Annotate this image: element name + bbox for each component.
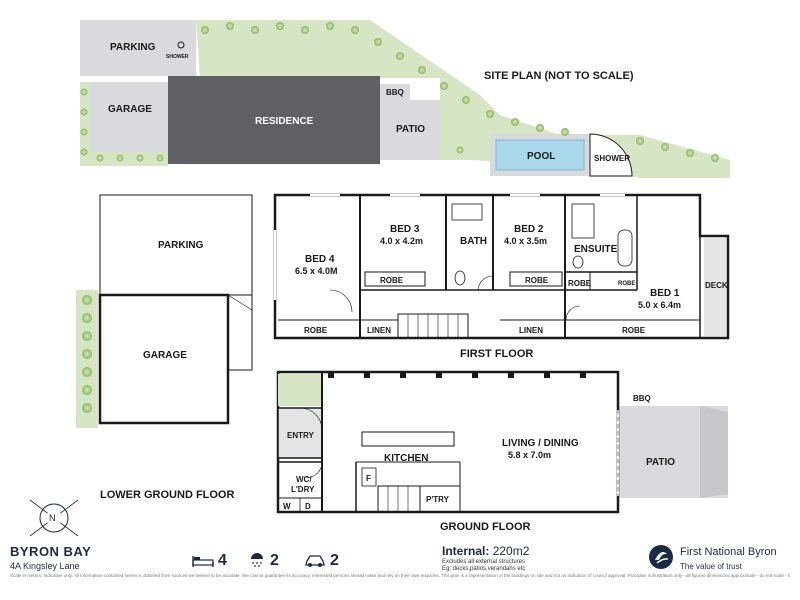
ff-robe-ensuite-b: ROBE (618, 281, 635, 287)
gf-dryer-label: D (305, 502, 311, 511)
lg-shrubs (82, 295, 92, 413)
ff-bed3-name: BED 3 (390, 224, 420, 235)
gf-wc-line2: L'DRY (291, 485, 315, 494)
site-plan: PARKING SHOWER GARAGE RESIDENCE BBQ PATI… (80, 20, 730, 178)
ff-robe-bed4: ROBE (304, 326, 328, 335)
ff-bed4-size: 6.5 x 4.0M (295, 266, 338, 276)
lower-ground-floor (76, 194, 253, 428)
site-garage-label: GARAGE (108, 104, 152, 115)
ff-robe-bed3: ROBE (380, 276, 404, 285)
cars-count: 2 (330, 552, 339, 569)
ff-ensuite-label: ENSUITE (574, 244, 618, 255)
site-garage (90, 82, 168, 152)
car-icon (305, 555, 325, 567)
cars-feature: 2 (304, 552, 339, 570)
gf-stairs (377, 485, 421, 513)
ff-bed3-size: 4.0 x 4.2m (380, 236, 423, 246)
compass-icon (29, 499, 79, 537)
site-patio-label: PATIO (396, 124, 425, 135)
lg-parking-label: PARKING (158, 240, 204, 251)
brand-logo-icon (649, 545, 673, 569)
internal-label: Internal: (442, 544, 490, 558)
ff-bed2-size: 4.0 x 3.5m (504, 236, 547, 246)
ff-bed1-name: BED 1 (650, 288, 680, 299)
ff-linen-a: LINEN (367, 326, 391, 335)
site-patio (380, 100, 440, 160)
gf-entry-garden (278, 374, 322, 406)
ground-floor (276, 370, 728, 514)
ff-bed4-name: BED 4 (305, 254, 335, 265)
brand-name: First National Byron (680, 546, 777, 558)
beds-feature: 4 (192, 552, 227, 570)
ff-robe-ensuite-a: ROBE (568, 279, 592, 288)
compass-letter: N (49, 513, 56, 523)
gf-entry-label: ENTRY (287, 431, 314, 440)
bed-icon (192, 556, 214, 567)
gf-kitchen-bench (361, 431, 455, 447)
internal-area: Internal: 220m2 (442, 544, 529, 558)
ff-bath-label: BATH (460, 236, 487, 247)
first-floor (273, 193, 730, 340)
lg-garage-label: GARAGE (143, 350, 187, 361)
gf-washer-label: W (283, 502, 291, 511)
first-floor-title: FIRST FLOOR (460, 348, 533, 360)
brand-tagline: The value of trust (680, 562, 742, 571)
site-pool (495, 139, 585, 171)
footer-bar: BYRON BAY 4A Kingsley Lane 4 2 2 Interna… (0, 540, 800, 600)
site-parking-label: PARKING (110, 42, 156, 53)
internal-note-2: Eg: decks,patios,verandahs etc (442, 566, 526, 572)
ground-floor-title: GROUND FLOOR (440, 521, 530, 533)
beds-count: 4 (218, 552, 227, 569)
gf-fridge-label: F (366, 474, 371, 483)
internal-note-1: Excludes all external structures (442, 559, 526, 565)
site-residence (168, 76, 380, 164)
gf-entry (277, 407, 323, 459)
lg-garage (98, 293, 230, 425)
disclaimer: Scale in metres. Indicative only. All in… (10, 573, 790, 578)
site-pool-label: POOL (527, 151, 555, 162)
gf-living-size: 5.8 x 7.0m (508, 450, 551, 460)
ff-robe-bed2: ROBE (525, 276, 549, 285)
site-plan-title: SITE PLAN (NOT TO SCALE) (484, 70, 634, 82)
gf-wc-line1: WC/ (296, 475, 312, 484)
footer-street: 4A Kingsley Lane (10, 561, 80, 571)
site-parking (80, 20, 196, 76)
site-residence-label: RESIDENCE (255, 116, 314, 127)
gf-bbq-label: BBQ (633, 394, 651, 403)
gf-pantry-label: P'TRY (426, 495, 450, 504)
ff-bed1-size: 5.0 x 6.4m (638, 300, 681, 310)
footer-suburb: BYRON BAY (10, 544, 92, 559)
site-shower-small-label: SHOWER (166, 54, 189, 60)
internal-value: 220m2 (492, 544, 530, 558)
ff-deck-label: DECK (705, 281, 728, 290)
ff-deck (704, 238, 726, 336)
lower-ground-title: LOWER GROUND FLOOR (100, 489, 234, 501)
gf-patio-label: PATIO (646, 457, 675, 468)
site-shrubs (80, 22, 719, 162)
shower-icon (251, 553, 263, 567)
site-shower-label: SHOWER (594, 154, 630, 163)
ff-linen-b: LINEN (519, 326, 543, 335)
floor-plan: PARKING SHOWER GARAGE RESIDENCE BBQ PATI… (29, 20, 730, 537)
site-bbq (380, 84, 410, 100)
ff-bed2-name: BED 2 (514, 224, 544, 235)
gf-kitchen-label: KITCHEN (384, 453, 428, 464)
site-bbq-label: BBQ (386, 88, 404, 97)
baths-feature: 2 (248, 552, 279, 570)
baths-count: 2 (270, 552, 279, 569)
ff-stairs (397, 313, 469, 339)
ff-robe-bed1: ROBE (622, 326, 646, 335)
gf-living-name: LIVING / DINING (502, 438, 579, 449)
